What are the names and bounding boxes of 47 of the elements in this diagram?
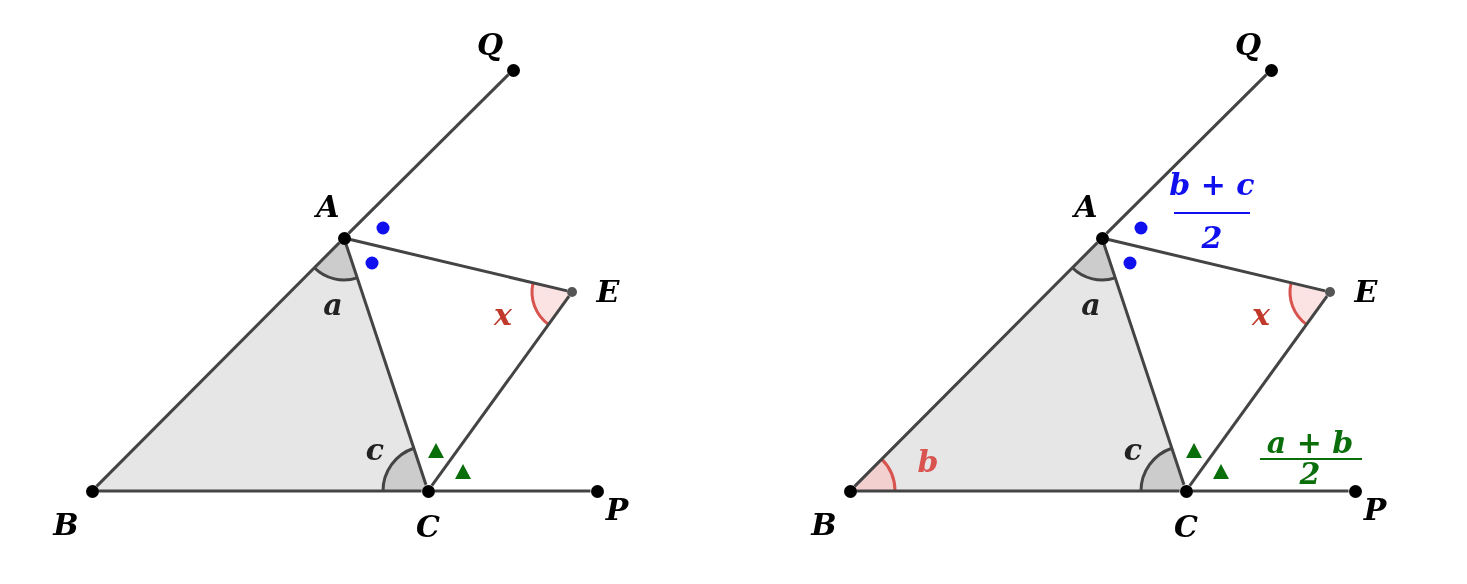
point-dot [1264, 63, 1278, 77]
fraction-numerator: b + c [1169, 170, 1255, 200]
point-dot [1348, 484, 1362, 498]
line-segment [1102, 243, 1186, 486]
line-segment [350, 238, 568, 293]
point-label: P [1363, 495, 1387, 525]
line-segment [95, 241, 341, 488]
point-dot [85, 484, 99, 498]
line-segment [344, 243, 428, 486]
angle-label: b [917, 447, 939, 477]
line-segment [1188, 295, 1329, 487]
point-label: A [1074, 192, 1098, 222]
point-label: P [605, 495, 629, 525]
point-label: B [53, 510, 79, 540]
point-dot [590, 484, 604, 498]
angle-label: c [1123, 435, 1143, 465]
line-segment [347, 73, 510, 235]
point-dot [506, 63, 520, 77]
angle-label: a [323, 290, 343, 320]
point-dot [1095, 231, 1109, 245]
line-segment [1108, 238, 1326, 293]
line-segment [430, 295, 571, 487]
angle-label: c [365, 435, 385, 465]
point-dot [567, 287, 577, 297]
line-segment [1105, 73, 1268, 235]
point-label: A [316, 192, 340, 222]
angle-label: x [494, 300, 512, 330]
point-label: E [1354, 277, 1378, 307]
line-segment [434, 489, 591, 493]
point-label: B [811, 510, 837, 540]
line-segment [1192, 489, 1349, 493]
point-dot [843, 484, 857, 498]
point-label: Q [476, 30, 504, 60]
point-dot [1325, 287, 1335, 297]
point-label: E [596, 277, 620, 307]
point-label: C [416, 512, 440, 542]
angle-label: a [1081, 290, 1101, 320]
point-label: C [1174, 512, 1198, 542]
fraction-numerator: a + b [1266, 428, 1354, 458]
fraction-denominator: 2 [1201, 223, 1223, 253]
angle-label: x [1252, 300, 1270, 330]
point-dot [337, 231, 351, 245]
fraction-denominator: 2 [1299, 459, 1321, 489]
point-label: Q [1234, 30, 1262, 60]
line-segment [98, 489, 422, 493]
line-segment [856, 489, 1180, 493]
line-segment [853, 241, 1099, 488]
